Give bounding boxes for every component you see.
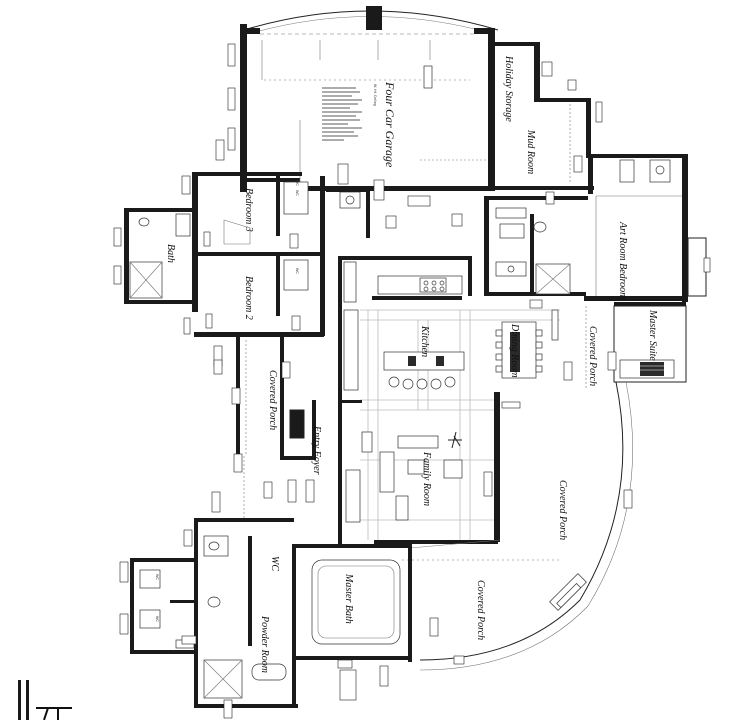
great-room: Kitchen Dining Room Family Room (338, 256, 560, 549)
room-label-wc-a: WC (155, 574, 159, 580)
room-label-artroom: Art Room Bedroom 4 (617, 221, 628, 307)
room-label-bath: Bath (165, 244, 176, 263)
outdoor-kitchen: Master Suite Covered Porch (563, 302, 687, 390)
bath-west: Bath (113, 208, 194, 335)
room-label-powder: WC (269, 556, 280, 571)
room-label-mudroom: Mud Room (525, 129, 536, 174)
room-label-covered-w: Covered Porch (475, 580, 486, 640)
room-label-outdoor-kitchen: Master Suite (647, 309, 658, 361)
room-label-master-suite: Master Bath (343, 573, 354, 624)
bath-rooms-east (484, 196, 588, 296)
covered-porch-north: Covered Porch (213, 336, 291, 473)
holiday-storage: Holiday Storage (494, 42, 577, 122)
room-label-master-bath: Powder Room (259, 615, 270, 673)
covered-porch-southeast: Covered Porch Covered Porch (402, 381, 633, 671)
room-label-kitchen: Kitchen (419, 325, 430, 357)
room-label-holiday: Holiday Storage (503, 55, 514, 122)
room-label-covered-s: Covered Porch (557, 480, 568, 540)
room-label-wc-c: WC (295, 180, 299, 186)
room-label-dining: Dining Room (509, 323, 520, 378)
north-arrow-mark (18, 680, 72, 720)
bedrooms-west: Bedroom 3 Bedroom 2 WC WC (192, 172, 370, 337)
art-room: Art Room Bedroom 4 (584, 154, 711, 307)
mud-room: Mud Room (494, 98, 603, 190)
svg-text:WC: WC (295, 190, 299, 196)
room-label-family: Family Room (421, 451, 432, 506)
room-label-covered-n: Covered Porch (267, 370, 278, 430)
room-label-entry: Entry Foyer (311, 425, 322, 475)
misc-tags (181, 139, 583, 375)
garage-block: Four Car Garage W. Ht. Ceiling (227, 6, 499, 192)
room-label-bedroom3: Bedroom 3 (243, 188, 254, 232)
entry-foyer: Entry Foyer (263, 396, 322, 503)
room-label-bedroom2: Bedroom 2 (243, 276, 254, 320)
master-bath: Powder Room WC WC WC WC (119, 180, 299, 719)
room-label-wc-b: WC (155, 616, 159, 622)
room-label-garage: Four Car Garage (383, 81, 397, 168)
master-suite: Master Bath (292, 544, 439, 701)
room-label-covered-e: Covered Porch (587, 326, 598, 386)
svg-text:WC: WC (295, 268, 299, 274)
svg-text:W. Ht. Ceiling: W. Ht. Ceiling (373, 84, 377, 106)
